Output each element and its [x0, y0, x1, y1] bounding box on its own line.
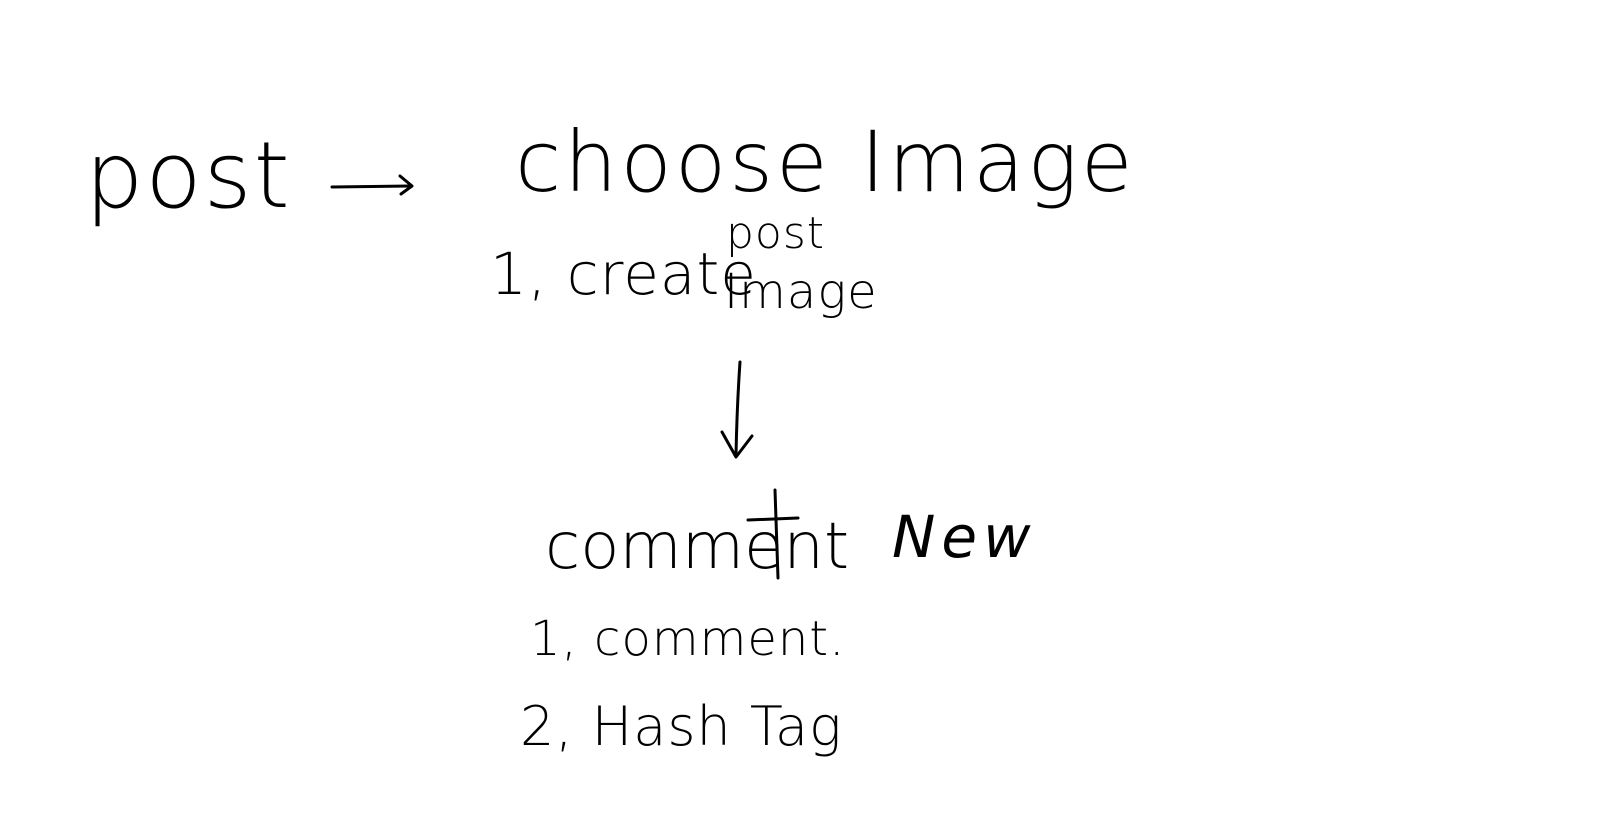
- node-comment: comment: [545, 510, 850, 584]
- edge-post-to-choose-image: [330, 174, 414, 196]
- annotation-new: New: [892, 503, 1037, 571]
- arrow-right-head: [398, 174, 414, 196]
- choose-image-item-1: 1, create: [490, 240, 757, 308]
- choose-image-item-1-sub-top: post: [726, 208, 826, 259]
- node-choose-image: choose Image: [515, 113, 1136, 211]
- node-post: post: [85, 122, 292, 229]
- choose-image-item-1-sub-bottom: Image: [724, 264, 878, 320]
- comment-item-1: 1, comment.: [530, 611, 846, 667]
- arrow-down-head: [720, 430, 754, 459]
- arrow-right-shaft: [330, 184, 412, 189]
- arrow-down-shaft: [734, 360, 742, 457]
- edge-choose-image-to-comment: [720, 360, 754, 459]
- comment-item-2: 2, Hash Tag: [520, 695, 843, 758]
